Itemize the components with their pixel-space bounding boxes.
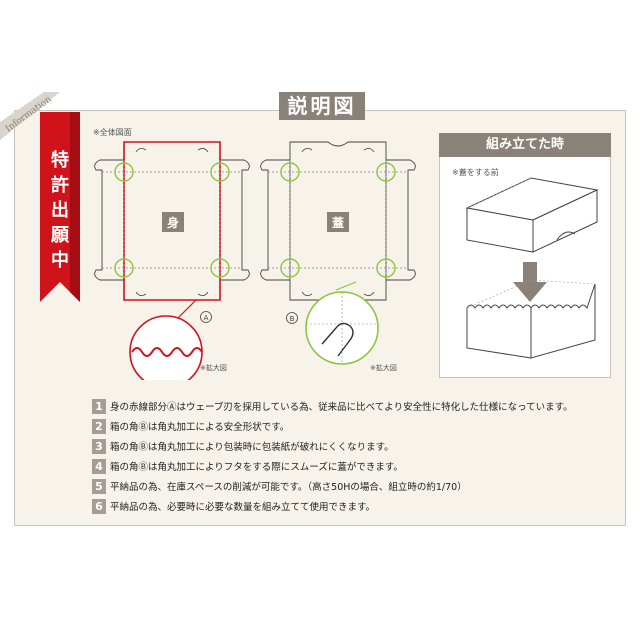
down-arrow-icon — [513, 262, 547, 302]
patent-pending-text: 特 許 出 願 中 — [40, 148, 80, 273]
before-lid-note: ※蓋をする前 — [452, 168, 499, 177]
body-label: 身 — [167, 215, 179, 230]
page-title: 説明図 — [279, 92, 365, 120]
ribbon-char: 出 — [51, 200, 69, 221]
zoom-detail-b — [286, 281, 379, 365]
box-development-diagram: 身 蓋 A ※拡大図 B ※拡大図 — [94, 141, 416, 380]
note-number: 3 — [92, 438, 106, 454]
ribbon-char: 願 — [51, 225, 69, 246]
ribbon-char: 特 — [51, 150, 69, 171]
assembled-box-illustration — [465, 177, 599, 359]
note-text: 身の赤線部分Ⓐはウェーブ刃を採用している為、従来品に比べてより安全性に特化した仕… — [110, 402, 573, 413]
marker-b: B — [290, 315, 295, 323]
overall-drawing-note: ※全体図面 — [93, 128, 132, 137]
ribbon-char: 中 — [51, 250, 69, 271]
list-item: 2 箱の角Ⓑは角丸加工による安全形状です。 — [92, 416, 612, 436]
zoom-detail-a — [129, 299, 212, 380]
lid-blank — [260, 141, 416, 301]
patent-pending-ribbon — [40, 112, 80, 302]
note-number: 1 — [92, 398, 106, 414]
body-box — [466, 279, 596, 359]
note-number: 4 — [92, 458, 106, 474]
note-text: 平納品の為、必要時に必要な数量を組み立てて使用できます。 — [110, 502, 376, 513]
zoom-b-note: ※拡大図 — [370, 363, 397, 372]
note-number: 6 — [92, 498, 106, 514]
feature-notes: 1 身の赤線部分Ⓐはウェーブ刃を採用している為、従来品に比べてより安全性に特化した… — [92, 396, 612, 516]
list-item: 4 箱の角Ⓑは角丸加工によりフタをする際にスムーズに蓋ができます。 — [92, 456, 612, 476]
ribbon-char: 許 — [51, 175, 69, 196]
note-number: 5 — [92, 478, 106, 494]
note-text: 箱の角Ⓑは角丸加工によりフタをする際にスムーズに蓋ができます。 — [110, 462, 403, 473]
lid-label: 蓋 — [332, 215, 344, 230]
list-item: 3 箱の角Ⓑは角丸加工により包装時に包装紙が破れにくくなります。 — [92, 436, 612, 456]
lid-box — [465, 177, 599, 253]
body-blank — [94, 141, 250, 301]
zoom-a-note: ※拡大図 — [200, 363, 227, 372]
marker-a: A — [204, 314, 209, 322]
list-item: 5 平納品の為、在庫スペースの削減が可能です。（高さ50Hの場合、組立時の約1/7… — [92, 476, 612, 496]
list-item: 6 平納品の為、必要時に必要な数量を組み立てて使用できます。 — [92, 496, 612, 516]
assembled-panel-title: 組み立てた時 — [439, 133, 611, 157]
note-text: 箱の角Ⓑは角丸加工により包装時に包装紙が破れにくくなります。 — [110, 442, 394, 453]
note-number: 2 — [92, 418, 106, 434]
note-text: 平納品の為、在庫スペースの削減が可能です。（高さ50Hの場合、組立時の約1/70… — [110, 482, 467, 493]
note-text: 箱の角Ⓑは角丸加工による安全形状です。 — [110, 422, 290, 433]
list-item: 1 身の赤線部分Ⓐはウェーブ刃を採用している為、従来品に比べてより安全性に特化した… — [92, 396, 612, 416]
